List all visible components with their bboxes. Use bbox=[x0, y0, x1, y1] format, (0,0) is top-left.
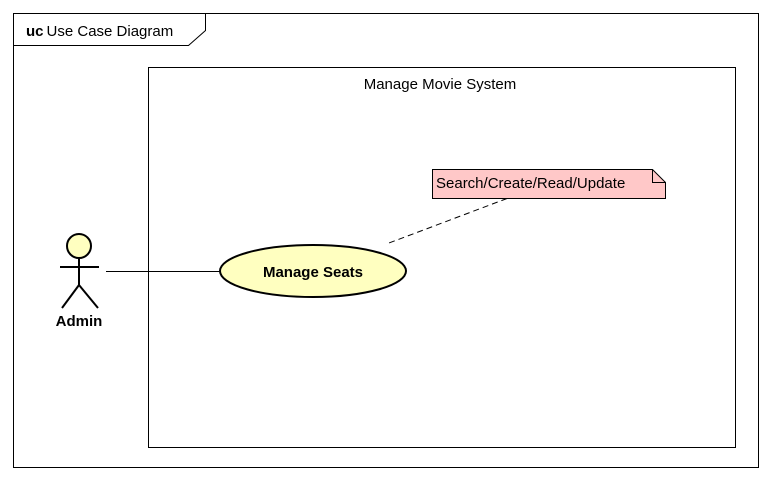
actor-right-leg bbox=[78, 284, 99, 309]
actor-figure[interactable] bbox=[60, 233, 99, 309]
frame-title-text: Use Case Diagram bbox=[47, 23, 174, 40]
use-case-ellipse[interactable] bbox=[219, 244, 407, 298]
system-boundary[interactable] bbox=[148, 67, 736, 448]
frame-keyword: uc bbox=[26, 23, 44, 40]
actor-head bbox=[66, 233, 92, 259]
actor-name: Admin bbox=[56, 313, 103, 330]
actor-left-leg bbox=[61, 284, 80, 309]
note-fold bbox=[652, 169, 666, 183]
note-anchor-line bbox=[388, 198, 508, 244]
system-name: Manage Movie System bbox=[364, 76, 517, 93]
note-text: Search/Create/Read/Update bbox=[436, 175, 625, 192]
frame-name-tab bbox=[13, 13, 206, 46]
note-box[interactable] bbox=[432, 169, 666, 199]
use-case-name: Manage Seats bbox=[263, 264, 363, 281]
